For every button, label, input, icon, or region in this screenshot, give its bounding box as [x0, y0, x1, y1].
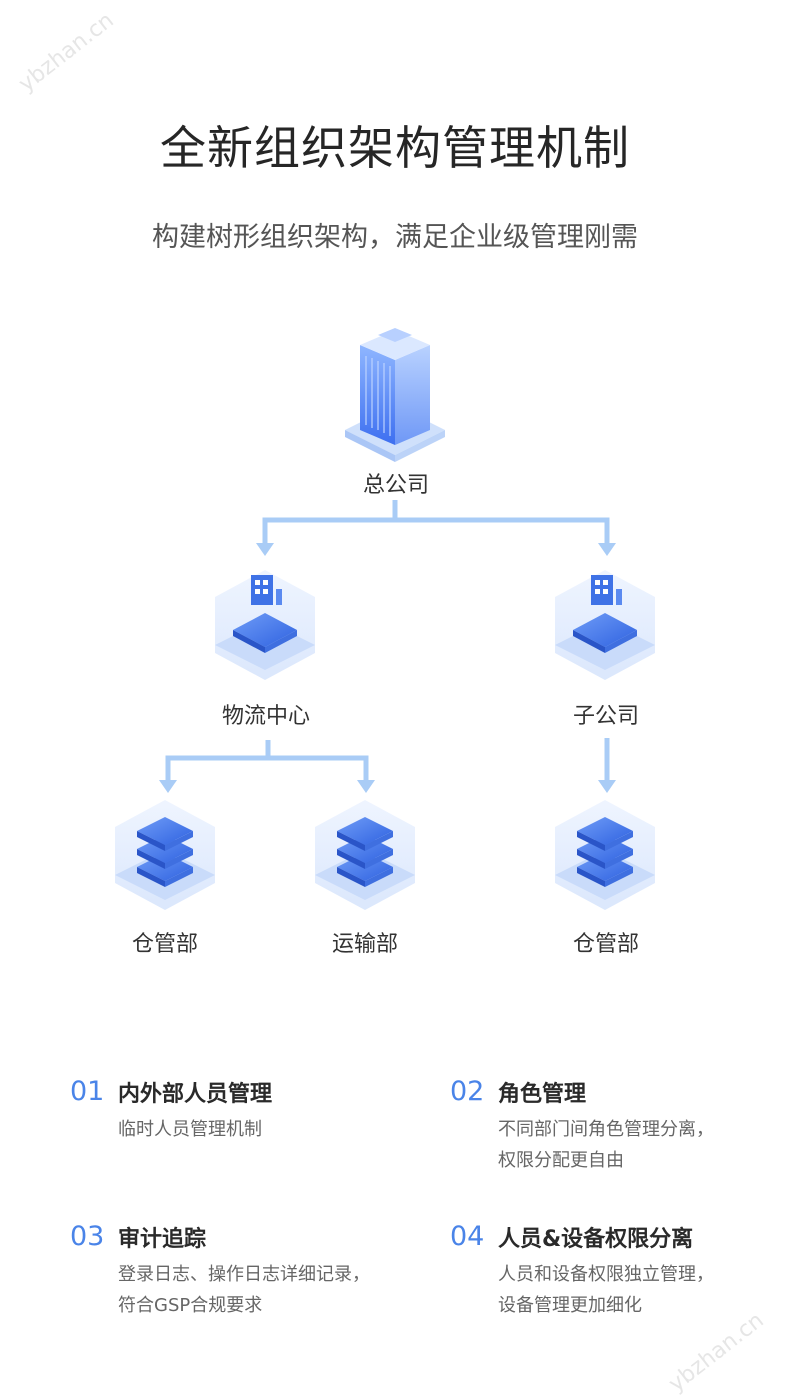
connector-arrows [159, 543, 616, 793]
page-subtitle: 构建树形组织架构，满足企业级管理刚需 [152, 222, 638, 253]
page-title: 全新组织架构管理机制 [160, 121, 630, 175]
transport-icon [315, 800, 415, 910]
feature-item-1: 01 内外部人员管理 临时人员管理机制 [70, 1076, 390, 1166]
warehouse-b-icon [555, 800, 655, 910]
feature-number: 04 [450, 1221, 485, 1252]
feature-title: 审计追踪 [118, 1227, 207, 1252]
logistics-center-icon [215, 570, 315, 680]
feature-title: 人员&设备权限分离 [498, 1227, 694, 1252]
feature-number: 02 [450, 1076, 485, 1107]
warehouse-a-icon [115, 800, 215, 910]
feature-title: 内外部人员管理 [118, 1082, 273, 1107]
node-label-transport: 运输部 [331, 932, 398, 957]
feature-desc: 登录日志、操作日志详细记录， 符合GSP合规要求 [118, 1264, 370, 1316]
feature-title: 角色管理 [498, 1082, 587, 1107]
feature-item-2: 02 角色管理 不同部门间角色管理分离， 权限分配更自由 [450, 1076, 770, 1186]
feature-desc: 不同部门间角色管理分离， 权限分配更自由 [498, 1119, 714, 1171]
feature-number: 03 [70, 1221, 105, 1252]
node-label-hq: 总公司 [362, 473, 429, 498]
feature-item-3: 03 审计追踪 登录日志、操作日志详细记录， 符合GSP合规要求 [70, 1221, 390, 1331]
subsidiary-icon [555, 570, 655, 680]
hq-building-icon [345, 328, 445, 462]
node-label-warehouse-b: 仓管部 [572, 932, 639, 957]
node-label-warehouse-a: 仓管部 [131, 932, 198, 957]
feature-desc: 人员和设备权限独立管理， 设备管理更加细化 [498, 1264, 714, 1316]
connectors [165, 500, 610, 782]
feature-number: 01 [70, 1076, 105, 1107]
org-chart [115, 328, 655, 910]
node-label-subsidiary: 子公司 [572, 704, 639, 729]
node-label-logistics: 物流中心 [221, 704, 310, 729]
feature-desc: 临时人员管理机制 [118, 1119, 262, 1140]
feature-item-4: 04 人员&设备权限分离 人员和设备权限独立管理， 设备管理更加细化 [450, 1221, 770, 1331]
watermark-top: ybzhan.cn [14, 7, 119, 98]
